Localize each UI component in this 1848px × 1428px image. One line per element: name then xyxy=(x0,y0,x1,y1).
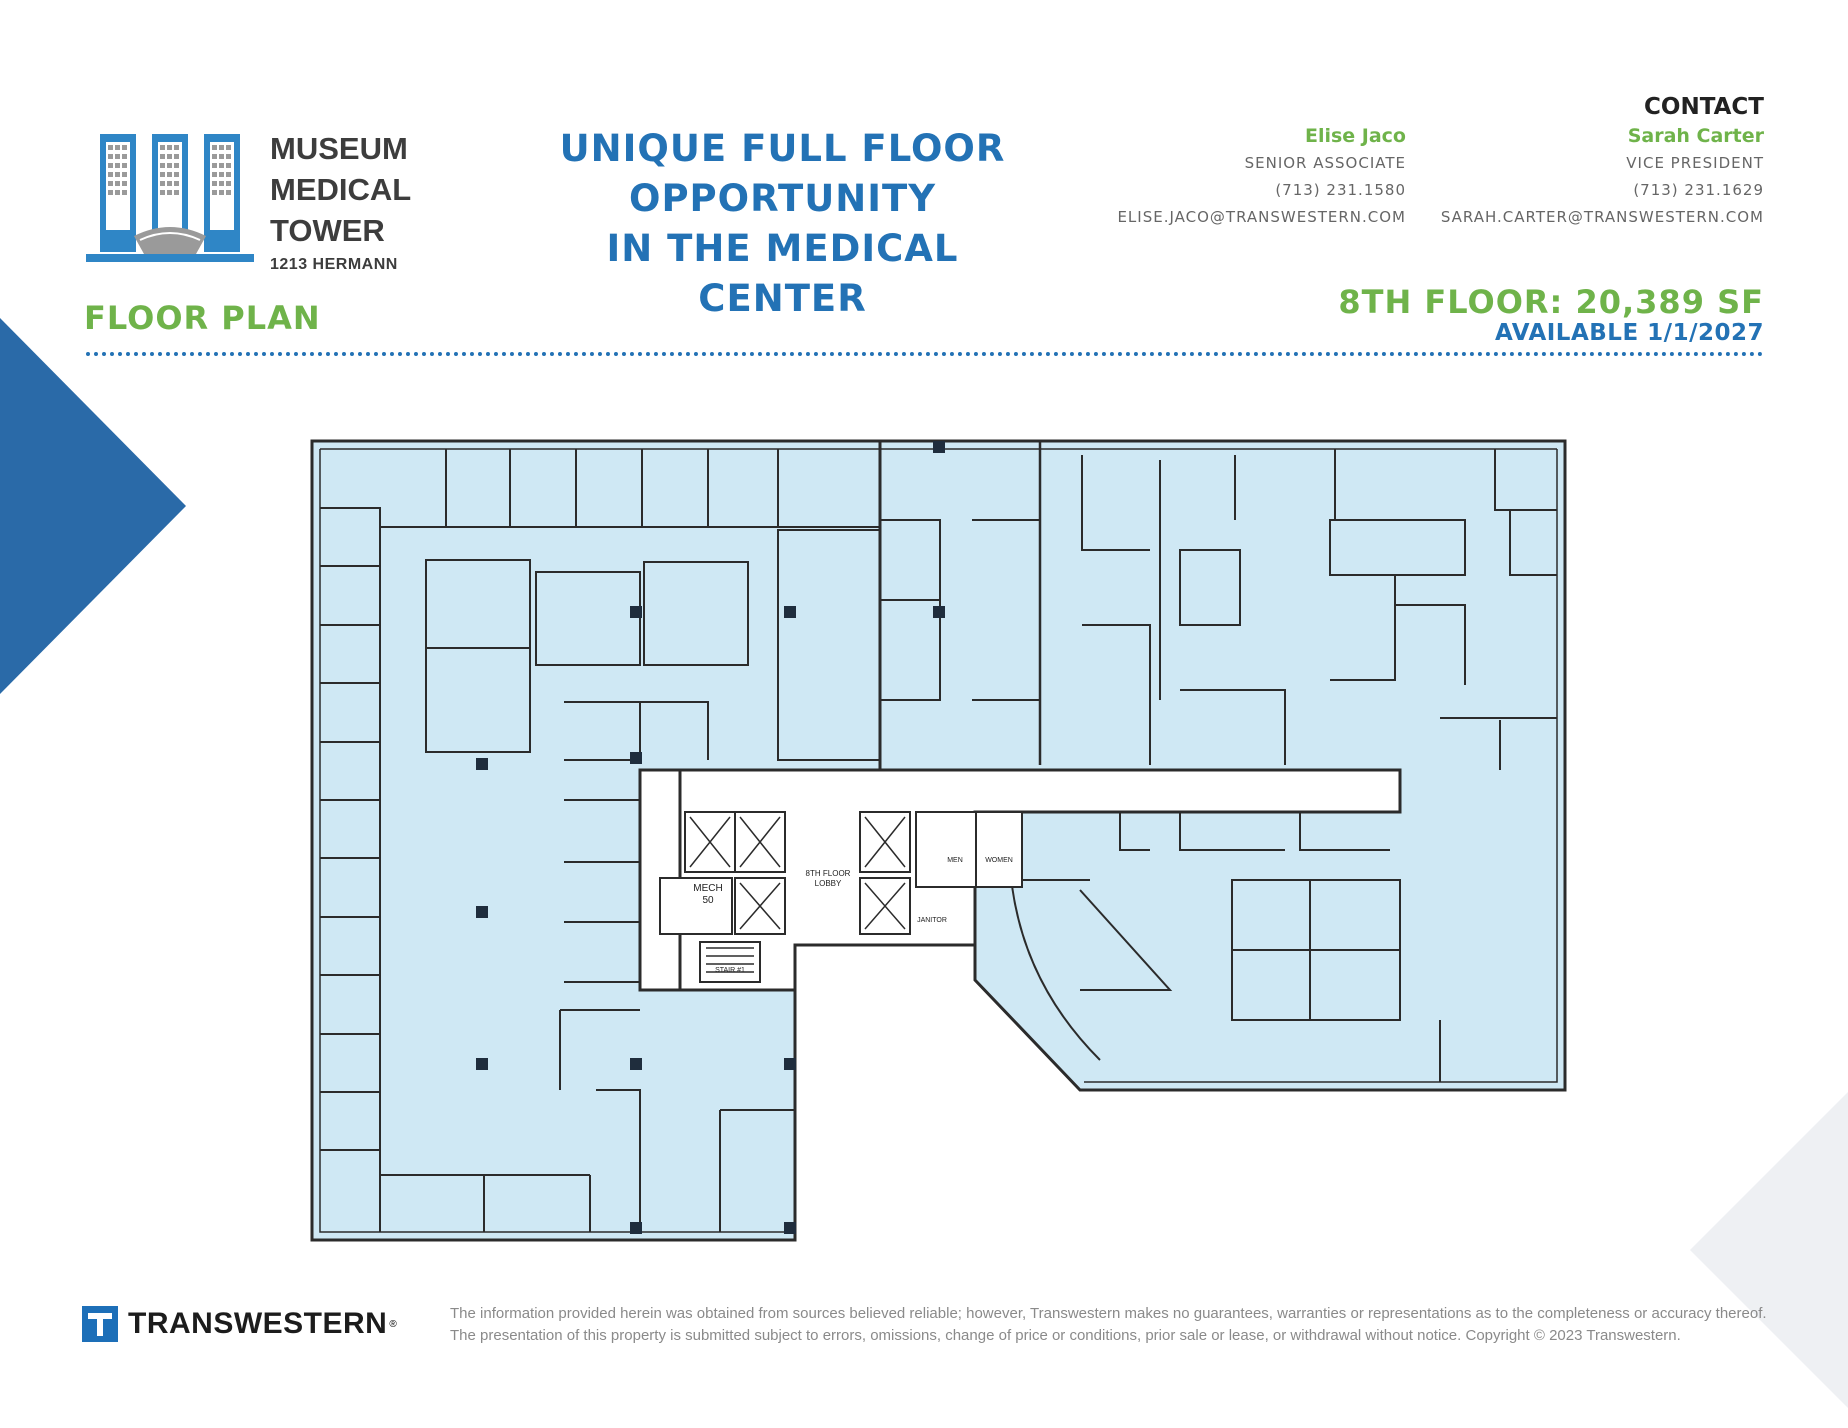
label-mech-number: 50 xyxy=(702,895,714,906)
logo-address: 1213 HERMANN xyxy=(270,256,398,273)
footer-disclaimer: The information provided herein was obta… xyxy=(450,1303,1770,1347)
registered-mark-icon: ® xyxy=(389,1318,397,1330)
floor-size: 8TH FLOOR: 20,389 SF xyxy=(1338,283,1764,321)
section-label: FLOOR PLAN xyxy=(84,299,321,337)
dotted-divider xyxy=(86,352,1764,356)
disclaimer-line-1: The information provided herein was obta… xyxy=(450,1305,1767,1322)
headline: UNIQUE FULL FLOOR OPPORTUNITY IN THE MED… xyxy=(540,124,1025,324)
label-janitor: JANITOR xyxy=(917,917,947,924)
contact-title: VICE PRESIDENT xyxy=(1626,154,1764,172)
contact-phone: (713) 231.1580 xyxy=(1275,181,1406,199)
logo-line-2: MEDICAL xyxy=(270,172,412,207)
building-icon xyxy=(86,134,254,262)
contact-heading: CONTACT xyxy=(1644,94,1764,120)
footer-brand: TRANSWESTERN® xyxy=(82,1306,397,1342)
contact-email[interactable]: ELISE.JACO@TRANSWESTERN.COM xyxy=(1117,208,1406,226)
plan-right-wing xyxy=(878,439,1567,1092)
headline-line-3: IN THE MEDICAL CENTER xyxy=(606,227,959,320)
logo-line-3: TOWER xyxy=(270,213,385,248)
contact-phone: (713) 231.1629 xyxy=(1633,181,1764,199)
decorative-triangle-right xyxy=(1690,1090,1848,1410)
headline-line-1: UNIQUE FULL FLOOR xyxy=(559,127,1006,170)
availability-date: AVAILABLE 1/1/2027 xyxy=(1494,320,1764,346)
footer-brand-name: TRANSWESTERN xyxy=(128,1307,388,1340)
headline-line-2: OPPORTUNITY xyxy=(628,177,937,220)
contact-title: SENIOR ASSOCIATE xyxy=(1244,154,1406,172)
label-lobby-2: LOBBY xyxy=(815,879,842,888)
contact-card-secondary: CONTACT Sarah Carter VICE PRESIDENT (713… xyxy=(1441,92,1764,231)
label-stair: STAIR #1 xyxy=(715,967,745,974)
disclaimer-line-2: The presentation of this property is sub… xyxy=(450,1327,1681,1344)
label-women: WOMEN xyxy=(985,857,1013,864)
label-lobby-1: 8TH FLOOR xyxy=(806,869,851,878)
logo-wordmark: MUSEUM MEDICAL TOWER 1213 HERMANN xyxy=(270,128,411,275)
label-men: MEN xyxy=(947,857,963,864)
contact-email[interactable]: SARAH.CARTER@TRANSWESTERN.COM xyxy=(1440,208,1764,226)
decorative-triangle-left xyxy=(0,318,186,694)
contact-name: Sarah Carter xyxy=(1627,125,1764,147)
contact-name: Elise Jaco xyxy=(1304,125,1406,147)
label-mech: MECH xyxy=(693,883,722,894)
contact-card-primary: Elise Jaco SENIOR ASSOCIATE (713) 231.15… xyxy=(1117,122,1406,231)
logo-line-1: MUSEUM xyxy=(270,131,408,166)
transwestern-logo-icon xyxy=(82,1306,118,1342)
